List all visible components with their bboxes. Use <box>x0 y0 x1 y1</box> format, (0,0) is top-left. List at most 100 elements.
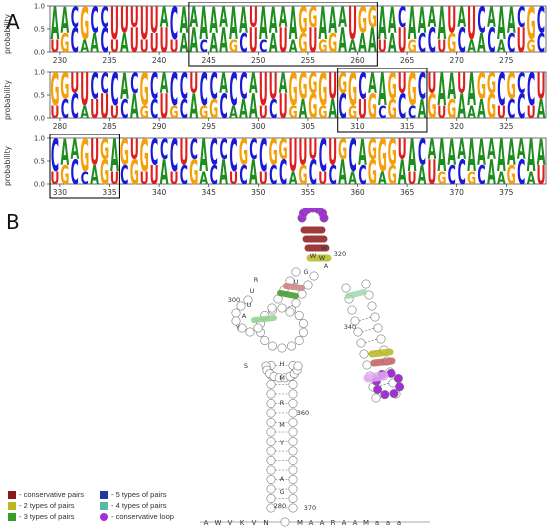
logo-letter-A: A <box>338 2 347 33</box>
logo-letter-A: A <box>110 134 119 182</box>
logo-letter-A: A <box>279 68 288 99</box>
nucleotide-node <box>393 374 403 384</box>
logo-letter-C: C <box>180 68 188 108</box>
logo-letter-G: G <box>100 134 109 165</box>
logo-letter-A: A <box>418 2 427 42</box>
logo-letter-G: G <box>120 134 129 174</box>
structure-label: H <box>280 360 285 368</box>
base-pair-dash <box>361 327 375 333</box>
logo-letter-C: C <box>239 29 247 59</box>
logo-letter-A: A <box>507 2 516 42</box>
logo-letter-U: U <box>169 170 178 189</box>
logo-letter-G: G <box>298 29 307 59</box>
logo-letter-A: A <box>477 29 486 59</box>
logo-letter-A: A <box>219 21 228 60</box>
structure-label: W <box>321 244 328 252</box>
nucleotide-node <box>356 338 366 348</box>
logo-letter-U: U <box>50 38 59 57</box>
logo-letter-A: A <box>378 170 387 189</box>
structure-label: V <box>228 519 233 527</box>
logo-letter-A: A <box>190 21 199 60</box>
logo-letter-A: A <box>487 153 496 192</box>
logo-letter-A: A <box>527 134 536 182</box>
y-tick-label: 0.5 <box>34 92 45 100</box>
logo-letter-A: A <box>229 104 238 123</box>
logo-letter-U: U <box>249 2 258 33</box>
logo-letter-C: C <box>180 95 188 125</box>
nucleotide-node <box>373 385 383 395</box>
logo-letter-U: U <box>467 2 476 50</box>
x-tick-label: 310 <box>350 122 365 131</box>
logo-letter-U: U <box>437 38 446 57</box>
logo-letter-G: G <box>368 2 377 33</box>
nucleotide-node <box>288 389 298 399</box>
logo-letter-A: A <box>90 161 99 191</box>
logo-letter-C: C <box>150 134 158 174</box>
x-tick-label: 285 <box>102 122 117 131</box>
x-tick-label: 260 <box>350 56 365 65</box>
logo-letter-G: G <box>169 104 178 123</box>
logo-letter-C: C <box>71 2 79 33</box>
logo-letter-A: A <box>120 68 129 108</box>
y-tick-label: 0.5 <box>34 26 45 34</box>
nucleotide-node <box>362 360 372 370</box>
logo-letter-G: G <box>368 87 377 126</box>
logo-letter-C: C <box>279 153 287 192</box>
nucleotide-node <box>395 382 405 392</box>
logo-letter-A: A <box>467 104 476 123</box>
nucleotide-node <box>231 316 241 326</box>
structure-label: R <box>254 276 259 284</box>
logo-letter-A: A <box>80 104 89 123</box>
logo-letter-U: U <box>70 68 79 99</box>
logo-letter-C: C <box>91 2 99 42</box>
logo-letter-C: C <box>210 134 218 174</box>
structure-label: R <box>280 399 285 407</box>
structure-label: 370 <box>304 504 316 512</box>
logo-letter-C: C <box>329 161 337 191</box>
logo-letter-U: U <box>150 29 159 59</box>
legend-swatch <box>100 501 108 510</box>
logo-letter-A: A <box>447 134 456 174</box>
logo-letter-U: U <box>120 2 129 42</box>
logo-letter-C: C <box>150 95 158 125</box>
logo-letter-C: C <box>210 161 218 191</box>
legend-swatch <box>100 512 108 521</box>
legend-swatch <box>8 512 16 521</box>
logo-letter-A: A <box>537 95 546 125</box>
logo-letter-A: A <box>438 134 447 182</box>
logo-letter-G: G <box>427 87 436 126</box>
nucleotide-node <box>347 305 357 315</box>
logo-letter-G: G <box>477 68 486 108</box>
logo-letter-C: C <box>418 29 426 59</box>
logo-letter-G: G <box>229 38 238 57</box>
logo-letter-A: A <box>199 2 208 50</box>
logo-letter-A: A <box>467 68 476 116</box>
logo-letter-U: U <box>50 170 59 189</box>
logo-letter-C: C <box>170 134 178 182</box>
logo-letter-G: G <box>80 2 89 50</box>
logo-letter-U: U <box>318 170 327 189</box>
x-tick-label: 245 <box>202 56 217 65</box>
structure-label: A <box>342 519 347 527</box>
y-axis-label: probability <box>3 79 12 120</box>
logo-letter-G: G <box>100 153 109 192</box>
y-axis-label: probability <box>3 13 12 54</box>
logo-letter-C: C <box>408 104 416 123</box>
logo-letter-U: U <box>110 2 119 50</box>
logo-letter-G: G <box>199 104 208 123</box>
structure-label: A <box>204 519 209 527</box>
x-tick-label: 335 <box>102 188 117 197</box>
logo-letter-U: U <box>150 2 159 42</box>
logo-letter-A: A <box>457 2 466 33</box>
logo-letter-G: G <box>388 134 397 174</box>
logo-letter-G: G <box>338 68 347 99</box>
logo-letter-U: U <box>298 134 307 174</box>
nucleotide-node <box>280 517 290 527</box>
logo-letter-A: A <box>497 134 506 182</box>
nucleotide-node <box>231 308 241 318</box>
logo-letter-A: A <box>199 170 208 189</box>
logo-letter-C: C <box>527 68 535 116</box>
logo-letter-A: A <box>388 2 397 42</box>
structure-label: U <box>247 301 252 309</box>
